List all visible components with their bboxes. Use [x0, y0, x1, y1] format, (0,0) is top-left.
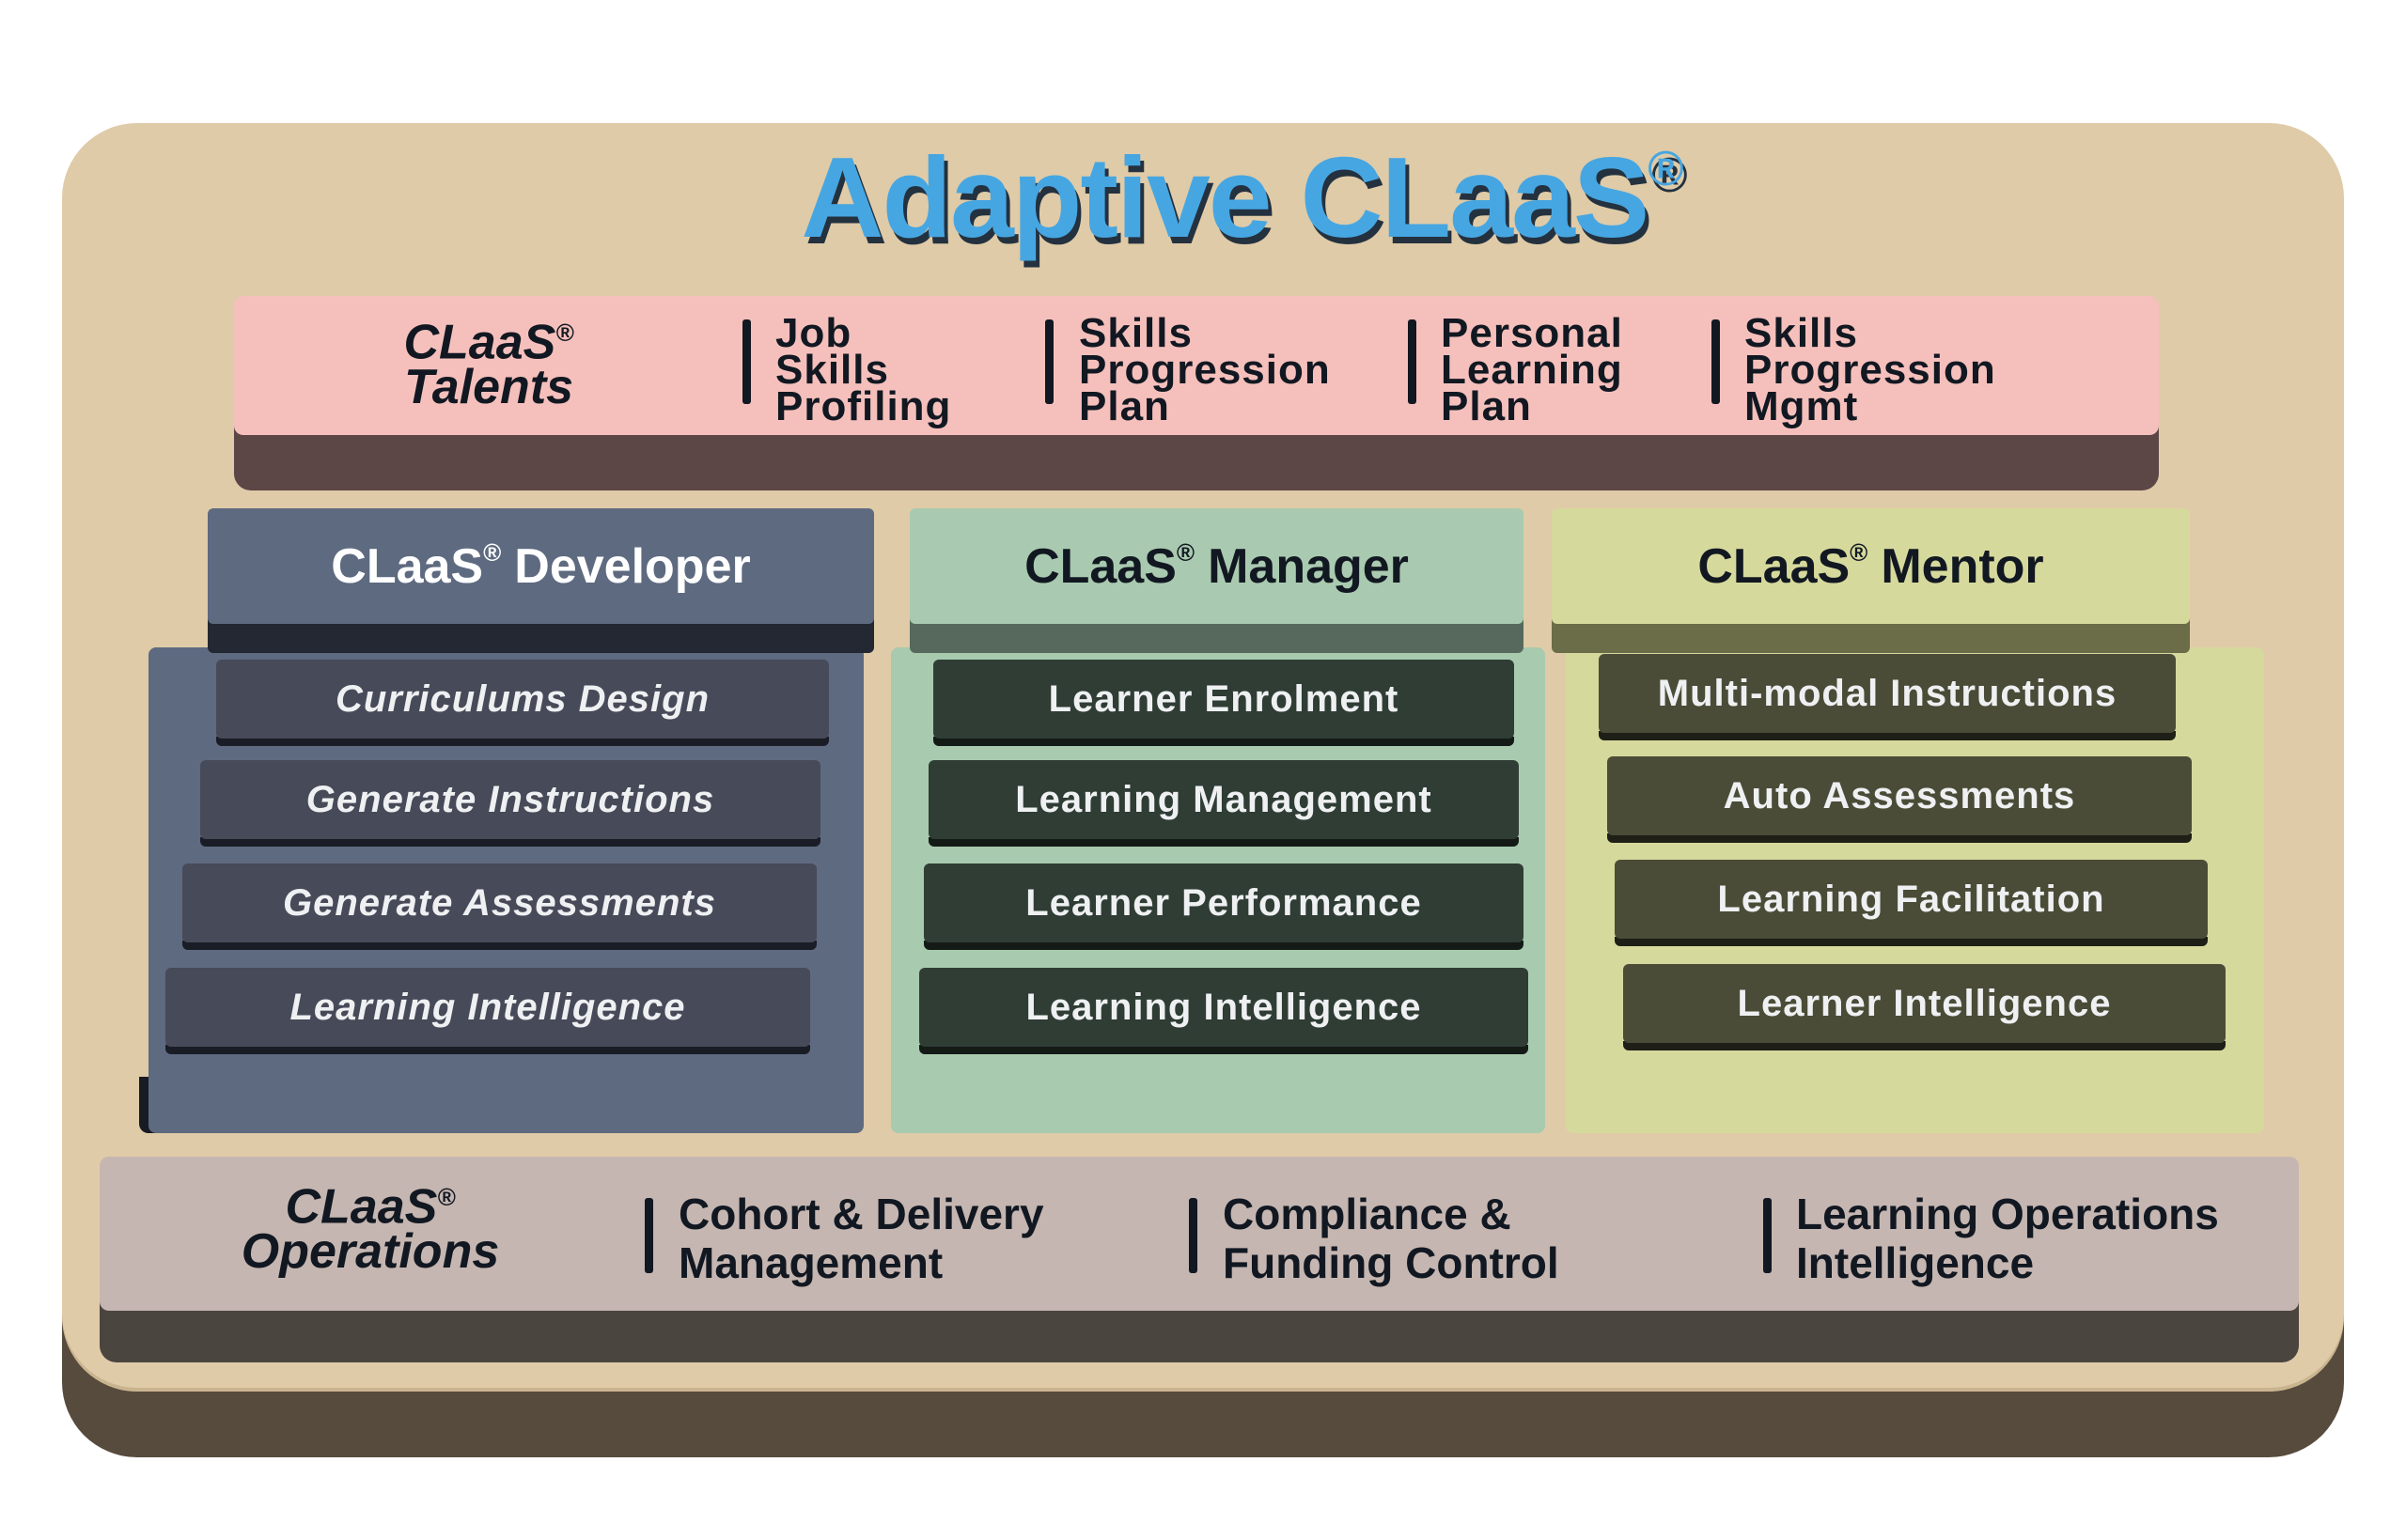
- separator: [1045, 319, 1054, 404]
- mentor-item-learning-facilitation: Learning Facilitation: [1615, 860, 2208, 939]
- manager-item-learning-intelligence: Learning Intelligence: [919, 968, 1528, 1047]
- separator: [645, 1198, 653, 1273]
- mentor-item-learner-intelligence: Learner Intelligence: [1623, 964, 2226, 1043]
- item-shadow: [1623, 1041, 2226, 1050]
- separator: [1763, 1198, 1772, 1273]
- developer-item-learning-intelligence: Learning Intelligence: [165, 968, 810, 1047]
- mentor-header: CLaaS® Mentor: [1552, 508, 2190, 624]
- mentor-item-auto-assessments: Auto Assessments: [1607, 756, 2192, 835]
- talents-name-line2: Talents: [403, 360, 574, 415]
- registered-mark: ®: [1176, 538, 1195, 567]
- separator: [1711, 319, 1720, 404]
- developer-title-suffix: Developer: [514, 538, 751, 594]
- item-shadow: [200, 837, 820, 847]
- operations-item-compliance-funding: Compliance & Funding Control: [1223, 1190, 1559, 1287]
- separator: [742, 319, 751, 404]
- item-shadow: [929, 837, 1519, 847]
- developer-item-generate-instructions: Generate Instructions: [200, 760, 820, 839]
- item-shadow: [933, 737, 1514, 746]
- item-shadow: [216, 737, 829, 746]
- operations-item-learning-operations-intelligence: Learning Operations Intelligence: [1796, 1190, 2219, 1287]
- item-shadow: [165, 1045, 810, 1054]
- talents-item-personal-learning-plan: Personal Learning Plan: [1441, 310, 1623, 429]
- manager-title-suffix: Manager: [1208, 538, 1409, 594]
- item-shadow: [1599, 731, 2176, 740]
- manager-item-learner-enrolment: Learner Enrolment: [933, 660, 1514, 739]
- separator: [1408, 319, 1416, 404]
- item-shadow: [924, 941, 1523, 950]
- operations-item-cohort-delivery: Cohort & Delivery Management: [679, 1190, 1044, 1287]
- item-shadow: [1615, 937, 2208, 946]
- operations-name: CLaaS® Operations: [201, 1174, 539, 1280]
- registered-mark: ®: [437, 1183, 456, 1211]
- separator: [1189, 1198, 1197, 1273]
- mentor-title-suffix: Mentor: [1881, 538, 2044, 594]
- manager-item-learning-management: Learning Management: [929, 760, 1519, 839]
- item-shadow: [919, 1045, 1528, 1054]
- mentor-item-multi-modal-instructions: Multi-modal Instructions: [1599, 654, 2176, 733]
- developer-item-generate-assessments: Generate Assessments: [182, 863, 817, 942]
- manager-title-prefix: CLaaS: [1024, 538, 1177, 594]
- registered-mark: ®: [1850, 538, 1868, 567]
- manager-item-learner-performance: Learner Performance: [924, 863, 1523, 942]
- item-shadow: [182, 941, 817, 950]
- registered-mark: ®: [555, 319, 574, 347]
- developer-item-curriculums-design: Curriculums Design: [216, 660, 829, 739]
- operations-name-line2: Operations: [241, 1224, 500, 1280]
- registered-mark: ®: [1648, 142, 1683, 196]
- operations-name-line1: CLaaS: [285, 1179, 438, 1235]
- mentor-title-prefix: CLaaS: [1697, 538, 1851, 594]
- talents-name-line1: CLaaS: [403, 315, 556, 370]
- developer-header: CLaaS® Developer: [208, 508, 874, 624]
- talents-item-skills-progression-mgmt: Skills Progression Mgmt: [1744, 310, 1996, 429]
- registered-mark: ®: [483, 538, 502, 567]
- manager-header: CLaaS® Manager: [910, 508, 1523, 624]
- item-shadow: [1607, 833, 2192, 843]
- talents-item-job-skills-profiling: Job Skills Profiling: [775, 310, 952, 429]
- talents-item-skills-progression-plan: Skills Progression Plan: [1079, 310, 1331, 429]
- talents-name: CLaaS® Talents: [348, 310, 630, 415]
- operations-bar: [100, 1157, 2299, 1311]
- developer-title-prefix: CLaaS: [331, 538, 484, 594]
- talents-bar: [234, 296, 2159, 435]
- diagram-title: Adaptive CLaaS®: [0, 132, 2406, 263]
- title-text: Adaptive CLaaS: [801, 133, 1649, 261]
